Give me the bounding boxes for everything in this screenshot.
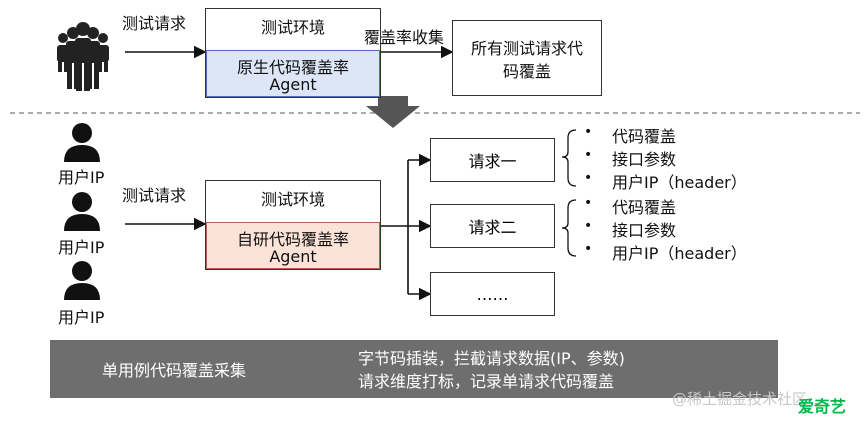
collect-label: 覆盖率收集 xyxy=(364,28,445,47)
brand-logo: 爱奇艺 xyxy=(798,397,847,416)
detail-item: 代码覆盖 xyxy=(612,127,677,146)
bullet-icon: • xyxy=(584,218,593,234)
brace-2 xyxy=(561,199,577,257)
watermark: @稀土掘金技术社区 xyxy=(672,390,808,408)
request-box-3: …… xyxy=(430,272,555,316)
banner-point: 请求维度打标，记录单请求代码覆盖 xyxy=(358,372,615,391)
detail-item: 接口参数 xyxy=(612,221,677,240)
user-ip-label: 用户IP xyxy=(58,168,105,187)
bottom-request-label: 测试请求 xyxy=(122,186,187,205)
bullet-icon: • xyxy=(584,241,593,257)
custom-agent-box: 自研代码覆盖率 Agent xyxy=(206,222,380,269)
top-env-title: 测试环境 xyxy=(260,18,325,37)
detail-item: 用户IP（header） xyxy=(612,244,747,263)
custom-agent-line1: 自研代码覆盖率 xyxy=(236,230,349,249)
user-group-icon xyxy=(57,22,109,91)
request-box-2: 请求二 xyxy=(430,204,555,248)
top-request-label: 测试请求 xyxy=(122,14,187,33)
bullet-icon: • xyxy=(584,124,593,140)
native-agent-line1: 原生代码覆盖率 xyxy=(236,58,349,77)
detail-item: 代码覆盖 xyxy=(612,198,677,217)
bullet-icon: • xyxy=(584,195,593,211)
banner-point: 字节码插装，拦截请求数据(IP、参数) xyxy=(358,349,625,368)
bullet-icon: • xyxy=(584,147,593,163)
all-coverage-line1: 所有测试请求代 xyxy=(470,39,583,58)
user-ip-label: 用户IP xyxy=(58,238,105,257)
detail-item: 接口参数 xyxy=(612,150,677,169)
down-arrow-icon xyxy=(366,96,420,128)
user-icon xyxy=(64,261,100,300)
summary-banner: 单用例代码覆盖采集 字节码插装，拦截请求数据(IP、参数) 请求维度打标，记录单… xyxy=(50,340,778,398)
user-icon xyxy=(64,123,100,162)
native-agent-line2: Agent xyxy=(269,75,317,94)
custom-agent-line2: Agent xyxy=(269,247,317,266)
banner-title: 单用例代码覆盖采集 xyxy=(102,361,247,380)
user-icon xyxy=(64,192,100,231)
all-coverage-box: 所有测试请求代 码覆盖 xyxy=(452,20,602,96)
all-coverage-line2: 码覆盖 xyxy=(502,62,551,81)
bottom-env-title: 测试环境 xyxy=(260,190,325,209)
detail-item: 用户IP（header） xyxy=(612,173,747,192)
user-ip-label: 用户IP xyxy=(58,308,105,327)
request-box-1: 请求一 xyxy=(430,138,555,182)
brace-1 xyxy=(561,129,577,187)
bullet-icon: • xyxy=(584,170,593,186)
native-agent-box: 原生代码覆盖率 Agent xyxy=(206,50,380,97)
